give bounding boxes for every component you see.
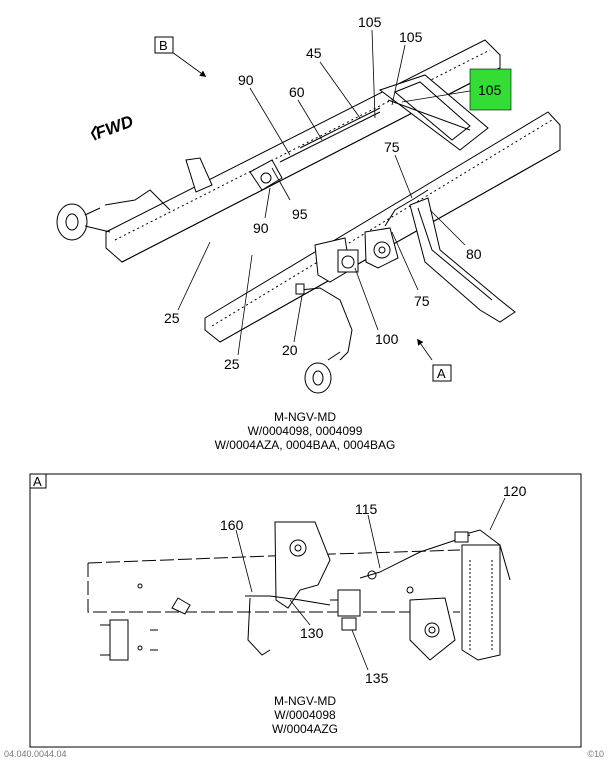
lower-frame-rail (204, 111, 561, 343)
chassis-top-view (56, 39, 561, 394)
callout-105-a: 105 (358, 14, 382, 30)
callout-60: 60 (289, 84, 305, 100)
callout-75-top: 75 (384, 139, 400, 155)
forward-label: FWD (93, 112, 136, 143)
air-line-45 (299, 107, 381, 149)
callout-130: 130 (300, 625, 324, 641)
callout-45: 45 (306, 45, 322, 61)
detail-caption-line-3: W/0004AZG (271, 722, 339, 736)
footer-left-text: 04.040.0044.04 (4, 749, 67, 759)
detail-view-caption: M-NGV-MD W/0004098 W/0004AZG (0, 694, 610, 736)
top-caption-line-3: W/0004AZA, 0004BAA, 0004BAG (214, 438, 396, 452)
callout-25-bottom: 25 (224, 356, 240, 372)
callout-160: 160 (220, 517, 244, 533)
callout-80: 80 (466, 246, 482, 262)
callout-105-highlight: 105 (478, 82, 502, 98)
air-line-20 (299, 287, 353, 361)
top-view-caption: M-NGV-MD W/0004098, 0004099 W/0004AZA, 0… (0, 410, 610, 452)
callout-115: 115 (355, 501, 378, 517)
view-tag-b-box (154, 36, 174, 54)
callout-105-b: 105 (399, 29, 423, 45)
detail-a-tag-box (29, 473, 47, 489)
bottom-air-chamber (304, 351, 341, 394)
top-caption-line-2: W/0004098, 0004099 (247, 424, 363, 438)
callout-95: 95 (292, 206, 308, 222)
detail-caption-line-2: W/0004098 (274, 708, 336, 722)
forward-arrow-icon (90, 125, 97, 141)
detail-caption-line-1: M-NGV-MD (274, 694, 336, 708)
view-tag-b: B (159, 38, 168, 53)
detail-a-tag: A (33, 474, 42, 489)
callout-120: 120 (503, 483, 527, 499)
callout-90-top: 90 (238, 72, 254, 88)
detail-leader-lines (235, 497, 506, 671)
detail-a-frame (29, 473, 582, 748)
rear-hanger-bracket (409, 197, 516, 323)
air-line-75 (384, 189, 429, 227)
footer-right-text: ©10 (587, 749, 604, 759)
detail-tag-a-box (432, 364, 452, 382)
callout-25-left: 25 (164, 310, 180, 326)
upper-rail-bracket (185, 157, 283, 193)
detail-tag-a: A (437, 366, 446, 381)
highlight-box (469, 68, 512, 111)
callout-75-bottom: 75 (414, 293, 430, 309)
top-caption-line-1: M-NGV-MD (274, 410, 336, 424)
cross-member (378, 74, 489, 151)
callout-20: 20 (282, 342, 298, 358)
left-air-chamber (56, 189, 171, 241)
valve-bracket-assembly (314, 227, 399, 283)
top-leader-lines (171, 29, 477, 361)
callout-135: 135 (365, 670, 389, 686)
callout-100: 100 (375, 331, 399, 347)
callout-90-bottom: 90 (253, 220, 269, 236)
air-line-60 (279, 111, 381, 163)
detail-a-drawing (87, 521, 511, 661)
